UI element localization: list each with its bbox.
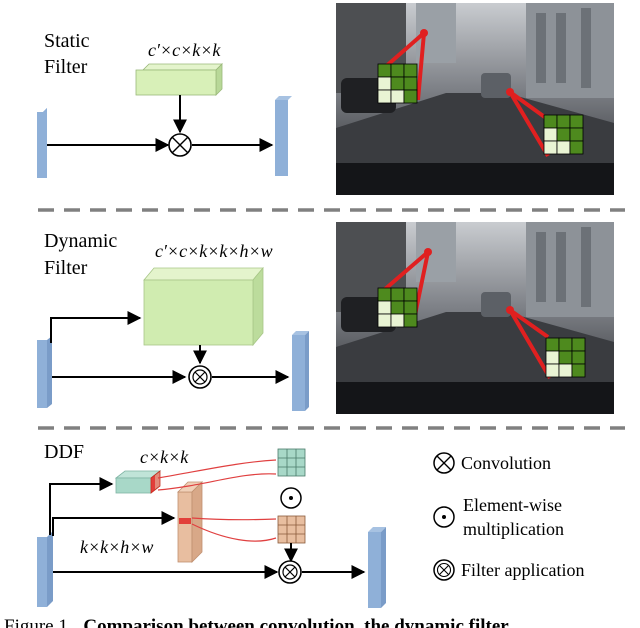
dynamic-filter-dimension-label: c′×c×k×k×h×w bbox=[155, 241, 273, 261]
ddf-spatial-connection-upper bbox=[191, 517, 277, 521]
ddf-channel-filter bbox=[114, 470, 162, 494]
legend-elementwise-label-line1: Element-wise bbox=[463, 495, 562, 515]
dynamic-filter-application-operator bbox=[188, 365, 212, 389]
static-street-image bbox=[336, 3, 614, 195]
dynamic-kernel-grid-left bbox=[377, 287, 418, 328]
static-output-feature-map bbox=[275, 96, 292, 176]
ddf-channel-kernel-grid bbox=[277, 448, 306, 477]
dynamic-kernel-grid-right bbox=[545, 337, 586, 378]
legend-convolution-label: Convolution bbox=[461, 453, 551, 473]
ddf-input-feature-map bbox=[37, 531, 53, 607]
dynamic-output-feature-map bbox=[292, 331, 309, 411]
static-filter-box bbox=[135, 63, 223, 96]
ddf-section: DDF c×k×k k×k×h×w bbox=[37, 441, 584, 608]
ddf-spatial-filter bbox=[177, 481, 203, 563]
ddf-channel-filter-label: c×k×k bbox=[140, 447, 189, 467]
dynamic-street-image bbox=[336, 222, 614, 414]
dynamic-filter-section: Dynamic Filter c′×c×k×k×h×w bbox=[37, 222, 614, 414]
ddf-spatial-branch-arrow bbox=[52, 511, 176, 536]
ddf-channel-branch-arrow bbox=[49, 477, 114, 535]
figure-caption: Figure 1. Comparison between convolution… bbox=[4, 616, 509, 628]
ddf-elementwise-operator bbox=[280, 487, 302, 509]
legend-filter-application-label: Filter application bbox=[461, 560, 584, 580]
ddf-spatial-filter-label: k×k×h×w bbox=[80, 537, 153, 557]
ddf-spatial-kernel-grid bbox=[277, 515, 306, 544]
static-title-line1: Static bbox=[44, 30, 90, 52]
dynamic-title-line2: Filter bbox=[44, 257, 88, 279]
static-kernel-grid-right bbox=[543, 114, 584, 155]
static-filter-dimension-label: c′×c×k×k bbox=[148, 40, 221, 60]
dynamic-title-line1: Dynamic bbox=[44, 230, 117, 252]
dynamic-branch-arrow bbox=[50, 311, 142, 343]
ddf-title: DDF bbox=[44, 441, 84, 463]
ddf-channel-connection-upper bbox=[157, 459, 277, 479]
legend-filter-application-symbol bbox=[433, 559, 455, 581]
static-convolution-operator bbox=[168, 133, 192, 157]
ddf-channel-connection-lower bbox=[157, 473, 277, 491]
caption-prefix: Figure 1. bbox=[4, 616, 73, 628]
static-title-line2: Filter bbox=[44, 56, 88, 78]
ddf-spatial-connection-lower bbox=[191, 523, 277, 542]
legend-elementwise-label-line2: multiplication bbox=[463, 519, 564, 539]
legend: Convolution Element-wise multiplication … bbox=[433, 452, 584, 581]
static-filter-section: Static Filter c′×c×k×k bbox=[37, 3, 614, 195]
dynamic-filter-box bbox=[143, 266, 264, 347]
ddf-output-feature-map bbox=[368, 527, 386, 608]
static-kernel-grid-left bbox=[377, 63, 418, 104]
legend-convolution-symbol bbox=[433, 452, 455, 474]
caption-bold-text: Comparison between convolution, the dyna… bbox=[83, 616, 509, 628]
ddf-filter-application-operator bbox=[278, 560, 302, 584]
legend-elementwise-symbol bbox=[433, 506, 455, 528]
dynamic-input-feature-map bbox=[37, 336, 52, 408]
static-input-feature-map bbox=[37, 108, 47, 178]
